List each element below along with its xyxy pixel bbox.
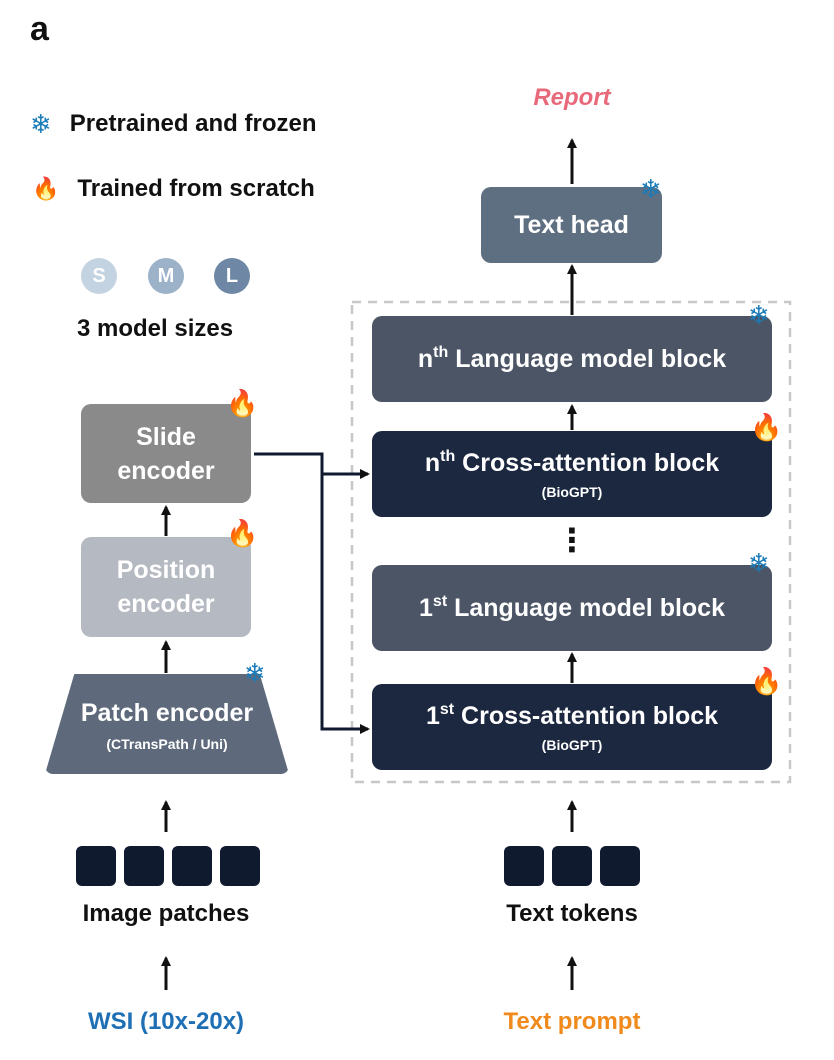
cross-block-n-ordinal: th: [440, 447, 456, 465]
fire-icon: 🔥: [750, 412, 783, 442]
fire-icon: 🔥: [750, 666, 783, 696]
cross-attention-block-n: nth Cross-attention block (BioGPT): [372, 431, 772, 517]
lm-block-1-index: 1: [419, 593, 433, 622]
cross-block-n-label: Cross-attention block: [462, 448, 720, 477]
patch-encoder-subtitle: (CTransPath / Uni): [106, 736, 228, 752]
connector-slide-to-cross-1: [320, 474, 370, 734]
image-patch: [172, 846, 212, 886]
snowflake-icon: ❄: [748, 300, 770, 330]
position-encoder-line2: encoder: [117, 590, 215, 618]
wsi-source-label: WSI (10x-20x): [87, 1008, 245, 1035]
fire-icon: 🔥: [32, 176, 60, 201]
text-head-box: Text head: [481, 187, 662, 263]
size-medium-badge: M: [148, 258, 184, 294]
snowflake-icon: ❄: [640, 174, 662, 204]
text-prompt-source-label: Text prompt: [503, 1008, 641, 1035]
size-large-badge: L: [214, 258, 250, 294]
text-tokens: [504, 846, 640, 886]
slide-encoder-line1: Slide: [136, 422, 196, 451]
cross-block-n-subtitle: (BioGPT): [541, 483, 603, 500]
image-patch: [76, 846, 116, 886]
fire-icon: 🔥: [226, 518, 259, 548]
cross-block-1-label: Cross-attention block: [461, 701, 719, 730]
lm-block-n-label: Language model block: [455, 344, 727, 373]
fire-icon: 🔥: [226, 388, 259, 418]
legend-trained-label: Trained from scratch: [77, 175, 315, 202]
language-model-block-n: nth Language model block: [372, 316, 772, 402]
panel-label: a: [30, 10, 49, 48]
image-patches-label: Image patches: [82, 900, 250, 927]
patch-encoder-title: Patch encoder: [80, 699, 254, 727]
snowflake-icon: ❄: [748, 548, 770, 578]
cross-block-1-subtitle: (BioGPT): [541, 736, 603, 753]
cross-block-n-index: n: [424, 448, 441, 477]
image-patches: [76, 846, 260, 886]
snowflake-icon: ❄: [244, 658, 266, 688]
cross-block-1-title: 1st Cross-attention block: [425, 700, 719, 731]
report-output-label: Report: [533, 84, 611, 111]
text-token: [504, 846, 544, 886]
lm-block-1-title: 1st Language model block: [419, 592, 725, 623]
lm-block-1-label: Language model block: [454, 593, 725, 622]
cross-attention-block-1: 1st Cross-attention block (BioGPT): [372, 684, 772, 770]
text-head-label: Text head: [514, 211, 629, 239]
cross-block-1-index: 1: [425, 701, 440, 730]
legend-frozen-label: Pretrained and frozen: [69, 110, 317, 137]
slide-encoder-line2: encoder: [117, 456, 215, 485]
patch-encoder-box: Patch encoder (CTransPath / Uni): [45, 674, 289, 774]
legend-trained: 🔥 Trained from scratch: [32, 175, 315, 203]
lm-block-n-title: nth Language model block: [417, 343, 727, 374]
ellipsis-separator: ⋮: [556, 522, 588, 558]
image-patch: [220, 846, 260, 886]
position-encoder-box: Position encoder: [81, 537, 251, 637]
cross-block-1-ordinal: st: [439, 700, 455, 718]
lm-block-1-ordinal: st: [432, 592, 448, 610]
size-small-badge: S: [81, 258, 117, 294]
connector-slide-to-cross-n: [254, 452, 370, 479]
language-model-block-1: 1st Language model block: [372, 565, 772, 651]
legend-frozen: ❄ Pretrained and frozen: [30, 110, 317, 138]
slide-encoder-box: Slide encoder: [81, 404, 251, 503]
text-token: [552, 846, 592, 886]
text-tokens-label: Text tokens: [506, 900, 638, 927]
snowflake-icon: ❄: [30, 109, 52, 139]
position-encoder-line1: Position: [116, 556, 216, 584]
text-token: [600, 846, 640, 886]
cross-block-n-title: nth Cross-attention block: [424, 447, 720, 478]
language-stack-frame: [350, 300, 792, 784]
model-sizes-caption: 3 model sizes: [77, 315, 234, 342]
image-patch: [124, 846, 164, 886]
lm-block-n-ordinal: th: [433, 343, 449, 361]
lm-block-n-index: n: [417, 344, 434, 373]
